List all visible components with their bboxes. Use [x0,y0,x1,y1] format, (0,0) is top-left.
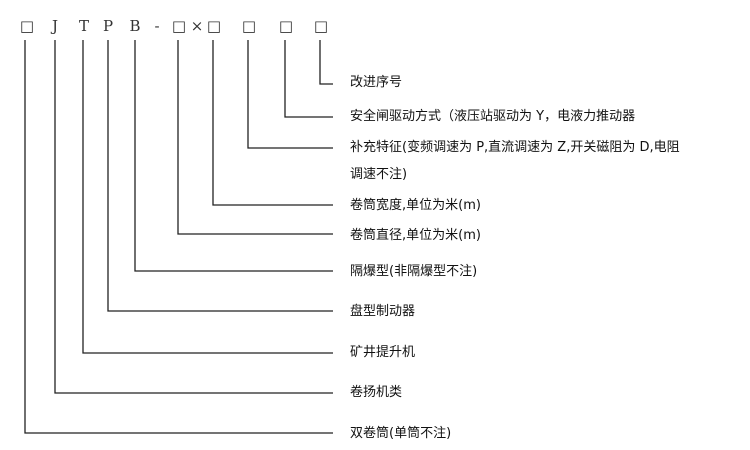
connector-width [212,40,333,206]
label-explosion-proof: 隔爆型(非隔爆型不注) [350,264,478,279]
code-b: B [129,17,141,35]
code-box-double-drum: □ [19,17,35,35]
connector-diameter [177,40,333,235]
code-box-revision: □ [313,17,329,35]
code-j: J [51,17,59,35]
label-supplement-cont: 调速不注) [350,167,408,182]
label-disc-brake: 盘型制动器 [350,304,416,319]
connector-disc-brake [107,40,333,312]
code-box-supplement: □ [241,17,257,35]
label-brake-drive: 安全闸驱动方式（液压站驱动为 Y，电液力推动器 [350,109,636,124]
label-double-drum: 双卷筒(单筒不注) [350,426,452,441]
connector-revision [319,40,333,85]
label-mine-hoist: 矿井提升机 [350,345,416,360]
label-drum-width: 卷筒宽度,单位为米(m) [350,198,481,213]
connector-mine-hoist [82,40,333,354]
code-box-diameter: □ [171,17,187,35]
connector-supplement [247,40,333,149]
code-dash: - [154,17,160,35]
connector-winch [54,40,333,394]
label-supplement: 补充特征(变频调速为 P,直流调速为 Z,开关磁阻为 D,电阻 [350,140,680,155]
code-box-width: □ [206,17,222,35]
code-box-brake-drive: □ [278,17,294,35]
label-drum-diameter: 卷筒直径,单位为米(m) [350,228,481,243]
connector-double-drum [24,40,333,434]
label-revision: 改进序号 [350,75,403,90]
label-winch: 卷扬机类 [350,385,403,400]
connector-explosion-proof [134,40,333,272]
connector-brake-drive [284,40,333,118]
code-p: P [102,17,114,35]
code-times: × [190,17,204,35]
code-t: T [78,17,90,35]
